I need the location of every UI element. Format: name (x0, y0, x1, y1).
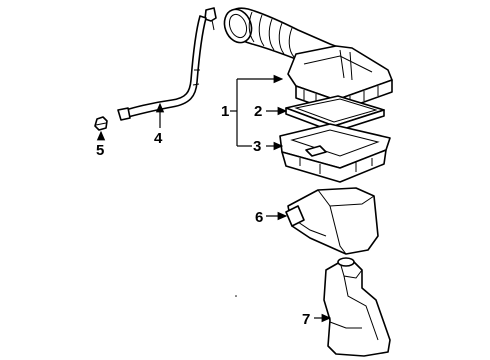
callout-6: 6 (255, 209, 263, 226)
callout-1: 1 (221, 103, 229, 120)
leader-lines (96, 74, 332, 323)
callout-2: 2 (254, 103, 262, 120)
resonator (285, 187, 379, 255)
callout-7: 7 (302, 311, 310, 328)
callout-4: 4 (154, 130, 163, 147)
callout-3: 3 (253, 138, 261, 155)
clip (94, 116, 108, 131)
air-cleaner-lower-housing (279, 123, 391, 183)
callout-5: 5 (96, 142, 104, 159)
speck (235, 295, 237, 297)
breather-hose (117, 7, 217, 121)
intake-tube (323, 257, 391, 357)
